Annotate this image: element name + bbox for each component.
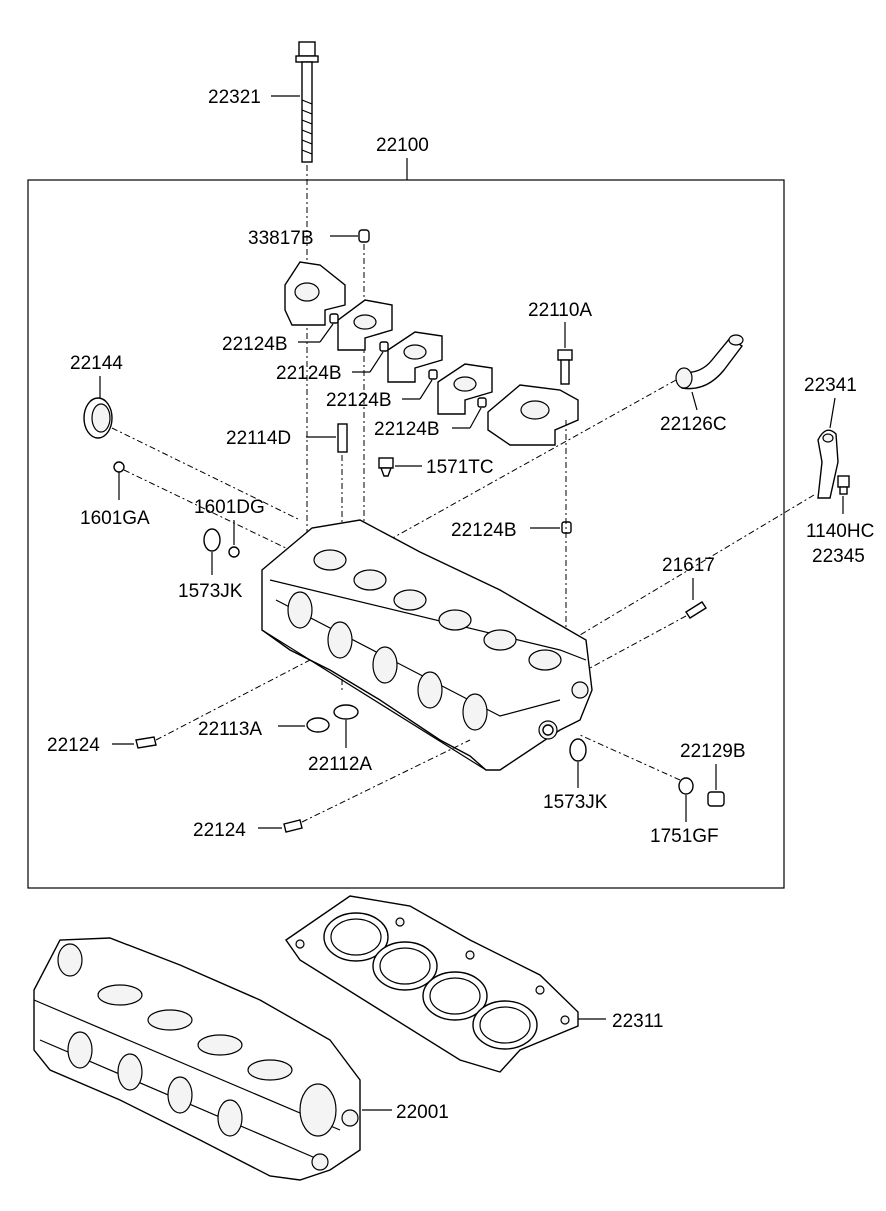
cylinder-head-main (261, 519, 593, 771)
label-22345: 22345 (812, 546, 865, 567)
dowel-pin-33817B (358, 229, 370, 243)
label-22129B: 22129B (680, 741, 746, 762)
label-1751GF: 1751GF (650, 826, 719, 847)
leader-22124B-2b (369, 351, 384, 373)
seal-ring-1573JK-right (569, 738, 587, 762)
bracket-22341 (817, 429, 839, 499)
label-22110A: 22110A (528, 300, 592, 321)
centerline-1601GA (123, 469, 291, 551)
label-22124B-2: 22124B (276, 363, 342, 384)
label-22311: 22311 (612, 1011, 663, 1032)
dowel-22124B-2 (379, 341, 389, 352)
label-22113A: 22113A (198, 719, 262, 740)
label-22341: 22341 (804, 375, 857, 396)
centerline-bracket (579, 494, 815, 636)
seal-22112A (333, 704, 359, 720)
leader-22341 (829, 397, 836, 429)
bolt-22110A (557, 349, 573, 385)
label-22144: 22144 (70, 353, 123, 374)
plug-1601GA (113, 461, 125, 473)
cylinder-head-assembly-22001 (33, 937, 361, 1181)
head-gasket-22311 (285, 895, 579, 1073)
cam-cap-2 (337, 299, 393, 351)
gasket-1751GF (678, 777, 694, 795)
stud-22124-1 (135, 736, 157, 749)
label-1573JK-right: 1573JK (543, 792, 608, 813)
label-33817B: 33817B (248, 228, 314, 249)
seal-22113A (306, 717, 330, 733)
label-22124B-3: 22124B (326, 390, 392, 411)
centerline-stud (589, 615, 687, 669)
stud-21617 (685, 601, 707, 619)
cam-cap-front (284, 261, 346, 326)
oil-seal-22144 (83, 397, 113, 439)
leader-22124B-3b (419, 379, 433, 400)
leader-22124B-4b (469, 407, 482, 429)
label-22001: 22001 (396, 1102, 449, 1123)
dowel-22124B-1 (329, 313, 339, 324)
pipe-22126C (675, 334, 744, 390)
label-22124B-4: 22124B (374, 419, 440, 440)
label-22124B-1: 22124B (222, 334, 288, 355)
cam-cap-rear (487, 384, 579, 446)
centerline-22124-1 (155, 659, 311, 741)
label-22112A: 22112A (308, 754, 372, 775)
cam-cap-4 (437, 363, 493, 415)
label-22321: 22321 (208, 87, 261, 108)
label-1573JK-left: 1573JK (178, 581, 243, 602)
tube-22114D (337, 423, 348, 453)
dowel-22124B-3 (428, 369, 438, 380)
leader-22124B-1b (319, 323, 334, 343)
assembly-frame (27, 179, 785, 889)
label-21617: 21617 (662, 555, 715, 576)
label-1571TC: 1571TC (426, 457, 494, 478)
label-1601DG: 1601DG (194, 497, 265, 518)
label-22126C: 22126C (660, 414, 727, 435)
seal-ring-1573JK-left (203, 528, 221, 552)
plug-1571TC (378, 457, 394, 477)
stud-22124-2 (283, 819, 303, 833)
label-22124-1: 22124 (47, 735, 100, 756)
plug-22129B (707, 791, 725, 807)
centerline-pipe (379, 379, 677, 546)
label-1601GA: 1601GA (80, 508, 150, 529)
cam-cap-3 (387, 331, 443, 383)
dowel-22124B-4 (477, 397, 487, 408)
label-1140HC: 1140HC (806, 521, 874, 542)
label-22100: 22100 (376, 135, 429, 156)
head-bolt-part (295, 41, 319, 163)
plug-1601DG (228, 546, 240, 558)
centerline-1751GF (579, 734, 681, 781)
label-22114D: 22114D (226, 428, 291, 449)
bolt-1140HC (837, 475, 850, 495)
centerline-22124-2 (301, 739, 471, 823)
leader-22126C (691, 391, 698, 411)
label-22124B-5: 22124B (451, 520, 517, 541)
label-22124-2: 22124 (193, 820, 246, 841)
